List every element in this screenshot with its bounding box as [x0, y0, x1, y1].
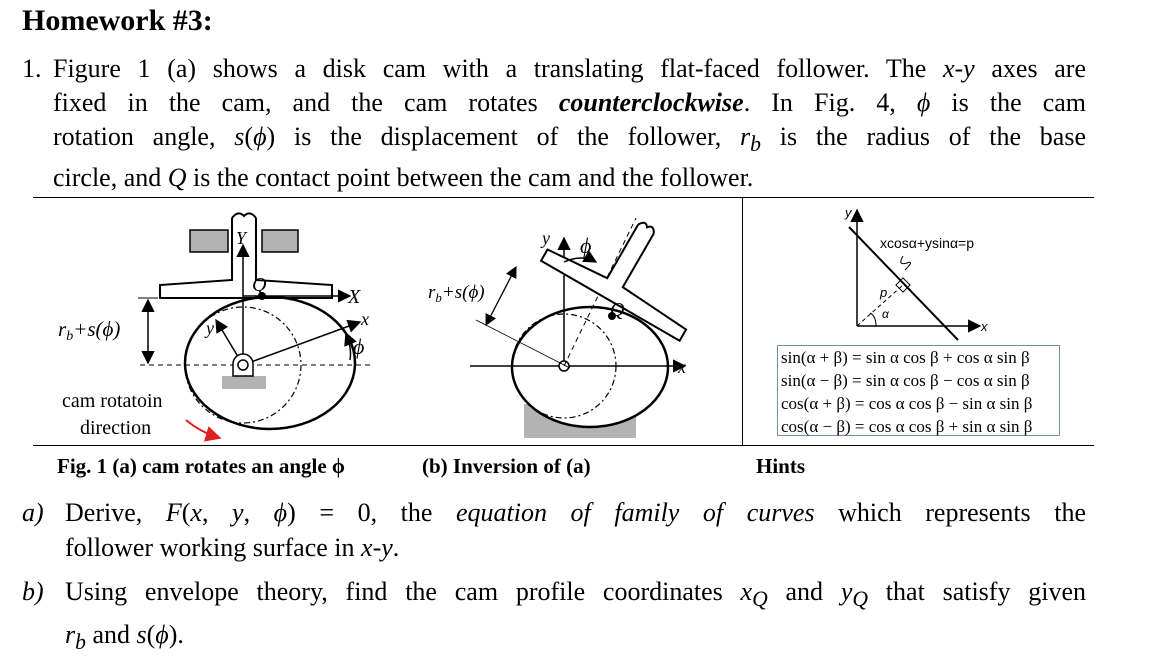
label-x: x — [360, 309, 369, 329]
q1-line-4: circle, and Q is the contact point betwe… — [53, 163, 754, 193]
q1-line-2: fixed in the cam, and the cam rotates co… — [53, 88, 1087, 117]
hint-y: y — [844, 205, 853, 220]
contact-point — [258, 292, 266, 300]
hint-line — [848, 226, 959, 341]
figure-top-rule — [33, 197, 1094, 198]
figure-divider — [742, 197, 743, 446]
label-b-phi: ϕ — [580, 233, 591, 258]
question-number: 1. — [22, 54, 42, 83]
hint-identity: sin(α + β) = sin α cos β + cos α sin β — [781, 348, 1030, 367]
question-1: 1. Figure 1 (a) shows a disk cam with a … — [22, 52, 1086, 195]
hints-box: sin(α + β) = sin α cos β + cos α sin β s… — [777, 345, 1060, 436]
label-b-y: y — [540, 228, 550, 248]
follower-b — [539, 223, 688, 343]
follower — [159, 218, 333, 299]
hint-line-eq: xcosα+ysinα=p — [880, 235, 974, 251]
q1-line-3: rotation angle, s(ϕ) is the displacement… — [53, 122, 1086, 157]
label-phi: ϕ — [353, 334, 364, 359]
guide-block-right — [261, 229, 299, 253]
caption-hints: Hints — [756, 454, 806, 478]
hint-identity: cos(α + β) = cos α cos β − sin α sin β — [781, 394, 1033, 413]
rotation-arrow — [185, 419, 222, 442]
part-b-line-1: Using envelope theory, find the cam prof… — [65, 577, 1087, 612]
hint-identity: cos(α − β) = cos α cos β + sin α sin β — [781, 417, 1033, 436]
label-y: y — [204, 318, 214, 338]
pivot-base — [222, 376, 266, 389]
part-a: a) Derive, F(x, y, ϕ) = 0, the equation … — [22, 495, 1086, 565]
figure-bottom-rule — [33, 445, 1094, 446]
rotation-label-2: direction — [80, 417, 151, 439]
part-b-line-2: rb and s(ϕ). — [65, 620, 184, 655]
label-Y: Y — [236, 228, 248, 248]
part-b-label: b) — [22, 577, 44, 606]
part-a-label: a) — [22, 498, 44, 527]
label-b-Q: Q — [610, 299, 625, 321]
part-a-line-1: Derive, F(x, y, ϕ) = 0, the equation of … — [65, 498, 1087, 527]
follower-top — [231, 212, 257, 219]
guide-block-left — [189, 229, 229, 253]
hint-p: p — [879, 285, 887, 300]
base-circle — [184, 306, 302, 424]
q1-line-1: Figure 1 (a) shows a disk cam with a tra… — [53, 54, 1086, 83]
label-rb-s-a: rb+s(ϕ) — [58, 317, 120, 344]
cam-disk-b — [510, 305, 670, 429]
page-title: Homework #3: — [22, 4, 213, 37]
part-b: b) Using envelope theory, find the cam p… — [22, 574, 1086, 660]
hint-identity: sin(α − β) = sin α cos β − cos α sin β — [781, 371, 1030, 390]
label-X: X — [347, 286, 361, 308]
caption-b: (b) Inversion of (a) — [422, 454, 591, 478]
rotation-label-1: cam rotatoin — [62, 390, 163, 412]
label-b-x: x — [677, 357, 686, 377]
hint-alpha: α — [882, 307, 890, 321]
label-Q: Q — [252, 274, 267, 296]
figure-b: x y Q ϕ rb+s(ϕ) — [428, 217, 688, 438]
part-a-line-2: follower working surface in x-y. — [65, 533, 400, 562]
label-rb-s-b: rb+s(ϕ) — [428, 282, 485, 305]
hint-x: x — [980, 319, 988, 334]
hint-plot: y x p α xcosα+ysinα=p — [844, 205, 988, 341]
caption-a: Fig. 1 (a) cam rotates an angle ϕ — [57, 454, 346, 478]
figure-a: Y X Q x y ϕ rb+s(ϕ) cam rotatoin directi… — [58, 212, 370, 442]
